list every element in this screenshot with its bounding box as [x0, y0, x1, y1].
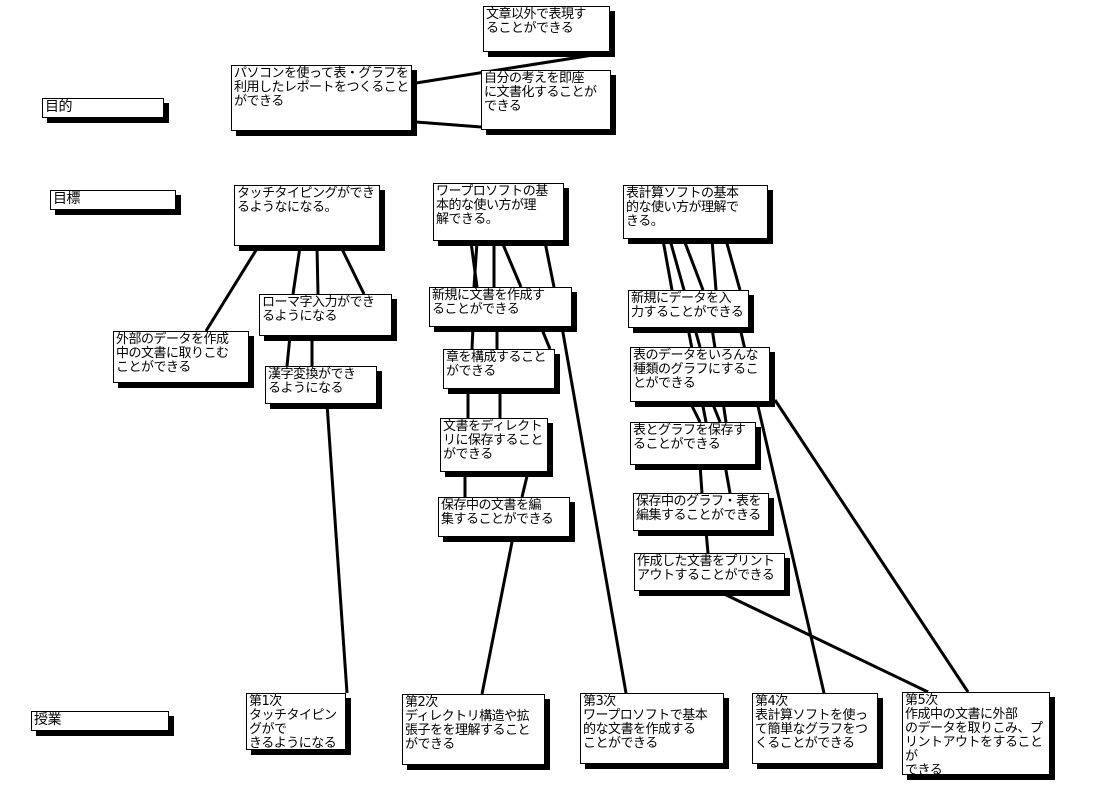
lesson-1-node[interactable]: 第1次 タッチタイピングがで きるようになる: [246, 693, 346, 750]
calc-link: [682, 239, 705, 291]
subgoal-save-directory-node[interactable]: 文書をディレクト リに保存すること ができる: [440, 418, 548, 472]
purpose-link: [415, 50, 613, 85]
lesson-4-node[interactable]: 第4次 表計算ソフトを使っ て簡単なグラフをつ くることができる: [752, 693, 878, 764]
calc-link: [704, 530, 710, 554]
purpose-document-node[interactable]: 自分の考えを即座 に文書化することが できる: [481, 70, 611, 130]
calc-link: [710, 239, 718, 291]
subgoal-edit-graph-node[interactable]: 保存中のグラフ・表を 編集することができる: [633, 493, 769, 531]
typing-link: [291, 246, 302, 295]
word-link: [560, 326, 628, 694]
row-label-goal: 目標: [50, 190, 176, 210]
typing-link: [315, 246, 320, 295]
calc-link: [710, 401, 722, 423]
word-link: [543, 241, 556, 288]
lesson-2-node[interactable]: 第2次 ディレクトリ構造や拡 張子をを理解すること ができる: [402, 694, 545, 765]
subgoal-kanji-node[interactable]: 漢字変換ができ るようになる: [265, 366, 377, 404]
typing-link: [325, 403, 349, 694]
word-link: [472, 241, 479, 288]
calc-link: [723, 464, 732, 494]
row-label-purpose: 目的: [42, 98, 164, 118]
word-link: [480, 536, 515, 695]
subgoal-import-external-node[interactable]: 外部のデータを作成 中の文書に取りこむ ことができる: [113, 331, 249, 383]
word-link: [539, 326, 552, 350]
typing-link: [339, 246, 366, 295]
subgoal-print-node[interactable]: 作成した文書をプリント アウトすることができる: [634, 553, 785, 591]
subgoal-chapter-node[interactable]: 章を構成すること ができる: [443, 349, 555, 389]
typing-link: [204, 246, 260, 332]
subgoal-graph-node[interactable]: 表のデータをいろんな 種類のグラフにするこ とができる: [630, 347, 770, 402]
calc-link: [724, 239, 742, 291]
calc-link: [661, 239, 674, 291]
word-link: [500, 241, 523, 288]
subgoal-edit-document-node[interactable]: 保存中の文書を編 集することができる: [438, 497, 570, 537]
lesson-3-node[interactable]: 第3次 ワープロソフトで基本 的な文書を作成する ことができる: [580, 693, 724, 764]
goal-typing-node[interactable]: タッチタイピングができ るようなになる。: [234, 185, 380, 246]
purpose-main-node[interactable]: パソコンを使って表・グラフを 利用したレポートをつくること ができる: [231, 65, 412, 131]
subgoal-romaji-node[interactable]: ローマ字入力ができ るようになる: [259, 294, 392, 336]
calc-link: [698, 464, 704, 494]
subgoal-new-data-node[interactable]: 新規にデータを入 力することができる: [628, 290, 749, 328]
row-label-lesson: 授業: [31, 711, 169, 731]
calc-link: [773, 399, 970, 693]
goal-spreadsheet-node[interactable]: 表計算ソフトの基本 的な使い方が理解で きる。: [623, 185, 768, 239]
calc-link: [688, 401, 702, 423]
word-link: [470, 326, 475, 350]
calc-link: [721, 591, 929, 694]
typing-link: [285, 335, 292, 367]
subgoal-new-document-node[interactable]: 新規に文書を作成す ることができる: [429, 287, 572, 327]
word-link: [520, 471, 530, 498]
subgoal-save-graph-node[interactable]: 表とグラフを保存す ることができる: [630, 422, 756, 465]
lesson-5-node[interactable]: 第5次 作成中の文書に外部 のデータを取りこみ、プ リントアウトをすることが で…: [902, 692, 1050, 775]
purpose-express-node[interactable]: 文章以外で表現す ることができる: [483, 6, 610, 52]
goal-wordprocessor-node[interactable]: ワープロソフトの基 本的な使い方が理 解できる。: [433, 183, 564, 241]
